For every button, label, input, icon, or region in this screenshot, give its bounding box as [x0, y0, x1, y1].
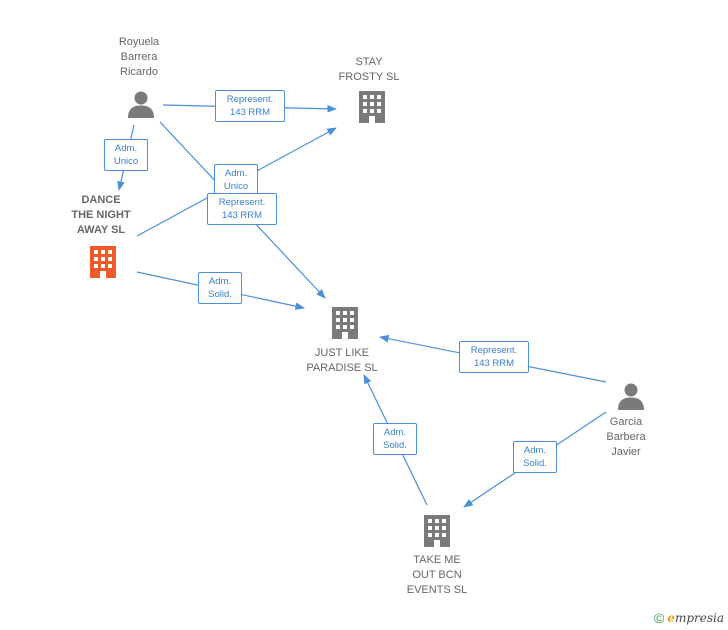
- edge-label-represent[interactable]: Represent. 143 RRM: [207, 193, 277, 225]
- building-icon: [424, 515, 450, 547]
- node-label-just-like[interactable]: JUST LIKE PARADISE SL: [306, 347, 378, 374]
- copyright-icon: ©: [653, 610, 665, 626]
- brand-logo-initial: e: [667, 611, 675, 625]
- node-label-royuela[interactable]: Royuela Barrera Ricardo: [118, 36, 160, 78]
- person-icon: [128, 91, 154, 118]
- brand-logo-rest: mpresia: [674, 611, 724, 625]
- edge-label-represent[interactable]: Represent. 143 RRM: [215, 90, 285, 122]
- edge-label-adm-solid[interactable]: Adm. Solid.: [373, 423, 417, 455]
- edge-label-adm-unico[interactable]: Adm. Unico: [104, 139, 148, 171]
- building-icon-highlight: [90, 246, 116, 278]
- edge-label-adm-unico[interactable]: Adm. Unico: [214, 164, 258, 196]
- edge-label-represent[interactable]: Represent. 143 RRM: [459, 341, 529, 373]
- node-label-stay-frosty[interactable]: STAY FROSTY SL: [338, 56, 400, 83]
- footer-brand: © empresia: [654, 610, 724, 626]
- node-label-garcia[interactable]: Garcia Barbera Javier: [606, 416, 646, 458]
- brand-logo[interactable]: empresia: [667, 611, 724, 625]
- person-icon: [618, 383, 644, 410]
- building-icon: [332, 307, 358, 339]
- building-icon: [359, 91, 385, 123]
- edge-label-adm-solid[interactable]: Adm. Solid.: [198, 272, 242, 304]
- edge-label-adm-solid[interactable]: Adm. Solid.: [513, 441, 557, 473]
- node-label-take-me[interactable]: TAKE ME OUT BCN EVENTS SL: [406, 554, 468, 596]
- node-label-dance[interactable]: DANCE THE NIGHT AWAY SL: [71, 194, 131, 236]
